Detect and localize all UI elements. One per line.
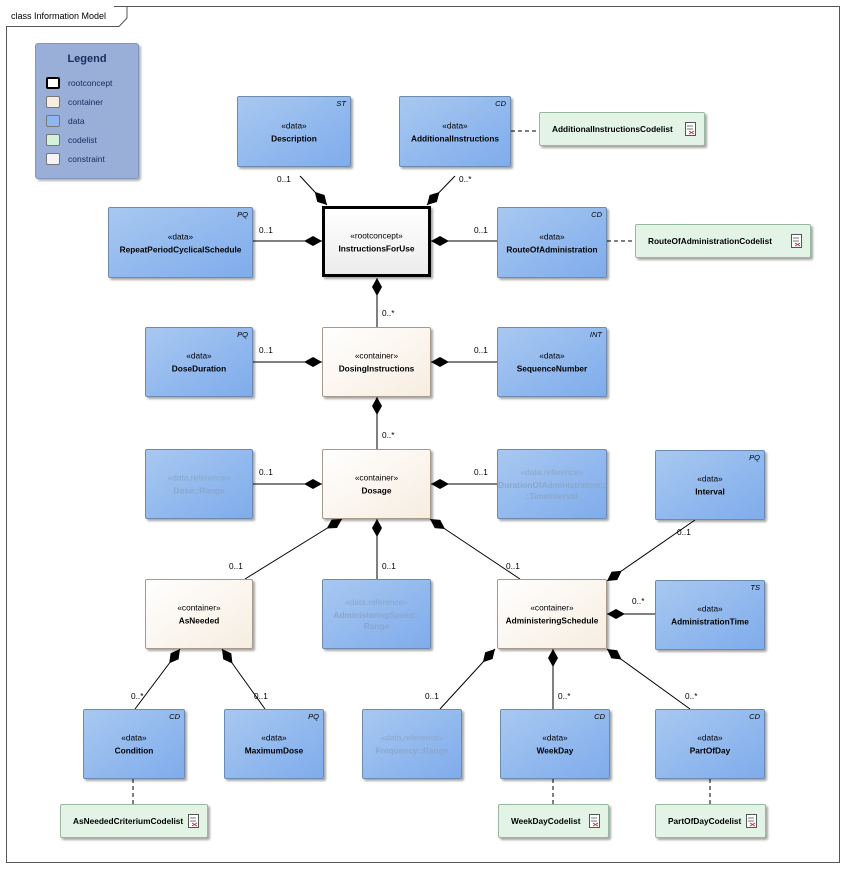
edge-description-composition-diamond (314, 191, 327, 205)
node-as-needed[interactable]: «container»AsNeeded (145, 579, 253, 649)
node-interval[interactable]: PQ «data»Interval (655, 450, 765, 520)
edge-additional-instructions-composition-diamond (427, 192, 440, 205)
node-duration-of-administration[interactable]: «data,reference»DurationOfAdministration… (497, 449, 607, 519)
mult-duration-of-administration: 0..1 (474, 467, 488, 477)
node-part-of-day[interactable]: CD «data»PartOfDay (655, 709, 765, 779)
node-additional-instructions[interactable]: CD «data»AdditionalInstructions (399, 96, 511, 167)
node-frequency-range[interactable]: «data,reference»Frequency::Range (362, 709, 462, 779)
edge-as-needed-composition-diamond (326, 519, 342, 529)
node-administration-time[interactable]: TS «data»AdministrationTime (655, 580, 765, 650)
edge-as-needed (244, 518, 343, 580)
mult-dose-duration: 0..1 (259, 345, 273, 355)
edge-frequency-range-composition-diamond (482, 649, 495, 663)
frame-title: class Information Model (6, 6, 115, 26)
mult-dosing-instructions: 0..* (382, 308, 395, 318)
edge-week-day-composition-diamond (548, 649, 558, 667)
node-repeat-period[interactable]: PQ «data»RepeatPeriodCyclicalSchedule (108, 207, 253, 278)
edge-dosing-instructions-composition-diamond (372, 278, 382, 296)
node-route-of-administration[interactable]: CD «data»RouteOfAdministration (497, 207, 607, 278)
mult-dose-range: 0..1 (259, 467, 273, 477)
node-part-of-day-codelist[interactable]: PartOfDayCodelist (655, 804, 766, 838)
document-icon (746, 814, 757, 828)
edge-administration-time-composition-diamond (607, 609, 625, 619)
legend-swatch (46, 77, 60, 89)
node-week-day-codelist[interactable]: WeekDayCodelist (498, 804, 609, 838)
node-dose-duration[interactable]: PQ «data»DoseDuration (145, 327, 253, 397)
edge-administering-speed-composition-diamond (372, 519, 382, 537)
node-additional-instructions-codelist[interactable]: AdditionalInstructionsCodelist (539, 112, 705, 146)
legend-title: Legend (67, 53, 107, 65)
node-maximum-dose[interactable]: PQ «data»MaximumDose (224, 709, 324, 779)
mult-route-of-administration: 0..1 (474, 225, 488, 235)
node-instructions-for-use[interactable]: «rootconcept»InstructionsForUse (322, 206, 431, 277)
node-week-day[interactable]: CD «data»WeekDay (500, 709, 610, 779)
edge-dosage-composition-diamond (372, 397, 382, 415)
mult-description: 0..1 (277, 174, 291, 184)
edge-route-of-administration-composition-diamond (431, 236, 449, 246)
edge-dose-range-composition-diamond (304, 479, 322, 489)
mult-repeat-period: 0..1 (259, 225, 273, 235)
node-description[interactable]: ST «data»Description (237, 96, 351, 167)
node-as-needed-codelist[interactable]: AsNeededCriteriumCodelist (60, 804, 208, 838)
mult-maximum-dose: 0..1 (254, 691, 268, 701)
mult-additional-instructions: 0..* (459, 174, 472, 184)
mult-as-needed: 0..1 (229, 561, 243, 571)
edge-dose-duration-composition-diamond (304, 357, 322, 367)
legend: Legend rootconcept container data codeli… (35, 43, 139, 179)
mult-dosage: 0..* (382, 430, 395, 440)
legend-swatch (46, 153, 60, 165)
edge-duration-of-administration-composition-diamond (431, 479, 449, 489)
edge-administering-schedule-composition-diamond (430, 519, 445, 529)
legend-swatch (46, 115, 60, 127)
mult-administering-speed: 0..1 (382, 561, 396, 571)
node-condition[interactable]: CD «data»Condition (83, 709, 185, 779)
mult-part-of-day: 0..* (685, 691, 698, 701)
edge-condition-composition-diamond (169, 649, 180, 664)
document-icon (791, 234, 802, 248)
frame-tab-outline (6, 6, 128, 27)
node-administering-speed[interactable]: «data,reference»AdministeringSpeed::Rang… (322, 579, 431, 649)
mult-week-day: 0..* (558, 691, 571, 701)
node-route-codelist[interactable]: RouteOfAdministrationCodelist (635, 224, 811, 258)
mult-administration-time: 0..* (632, 596, 645, 606)
edge-part-of-day-composition-diamond (607, 649, 622, 660)
mult-interval: 0..1 (677, 527, 691, 537)
mult-condition: 0..* (131, 691, 144, 701)
legend-swatch (46, 134, 60, 146)
legend-swatch (46, 96, 60, 108)
document-icon (685, 122, 696, 136)
node-sequence-number[interactable]: INT «data»SequenceNumber (497, 327, 607, 397)
document-icon (589, 814, 600, 828)
node-administering-schedule[interactable]: «container»AdministeringSchedule (497, 579, 607, 649)
edge-repeat-period-composition-diamond (304, 236, 322, 246)
node-dosage[interactable]: «container»Dosage (322, 449, 431, 519)
diagram-frame (6, 6, 840, 863)
edge-sequence-number-composition-diamond (431, 357, 449, 367)
mult-administering-schedule: 0..1 (506, 561, 520, 571)
mult-frequency-range: 0..1 (425, 691, 439, 701)
document-icon (188, 814, 199, 828)
mult-sequence-number: 0..1 (474, 345, 488, 355)
node-dose-range[interactable]: «data,reference»Dose::Range (145, 449, 253, 519)
edge-administering-schedule (429, 518, 521, 580)
edge-interval-composition-diamond (607, 570, 622, 581)
node-dosing-instructions[interactable]: «container»DosingInstructions (322, 327, 431, 397)
edge-maximum-dose-composition-diamond (222, 649, 233, 664)
